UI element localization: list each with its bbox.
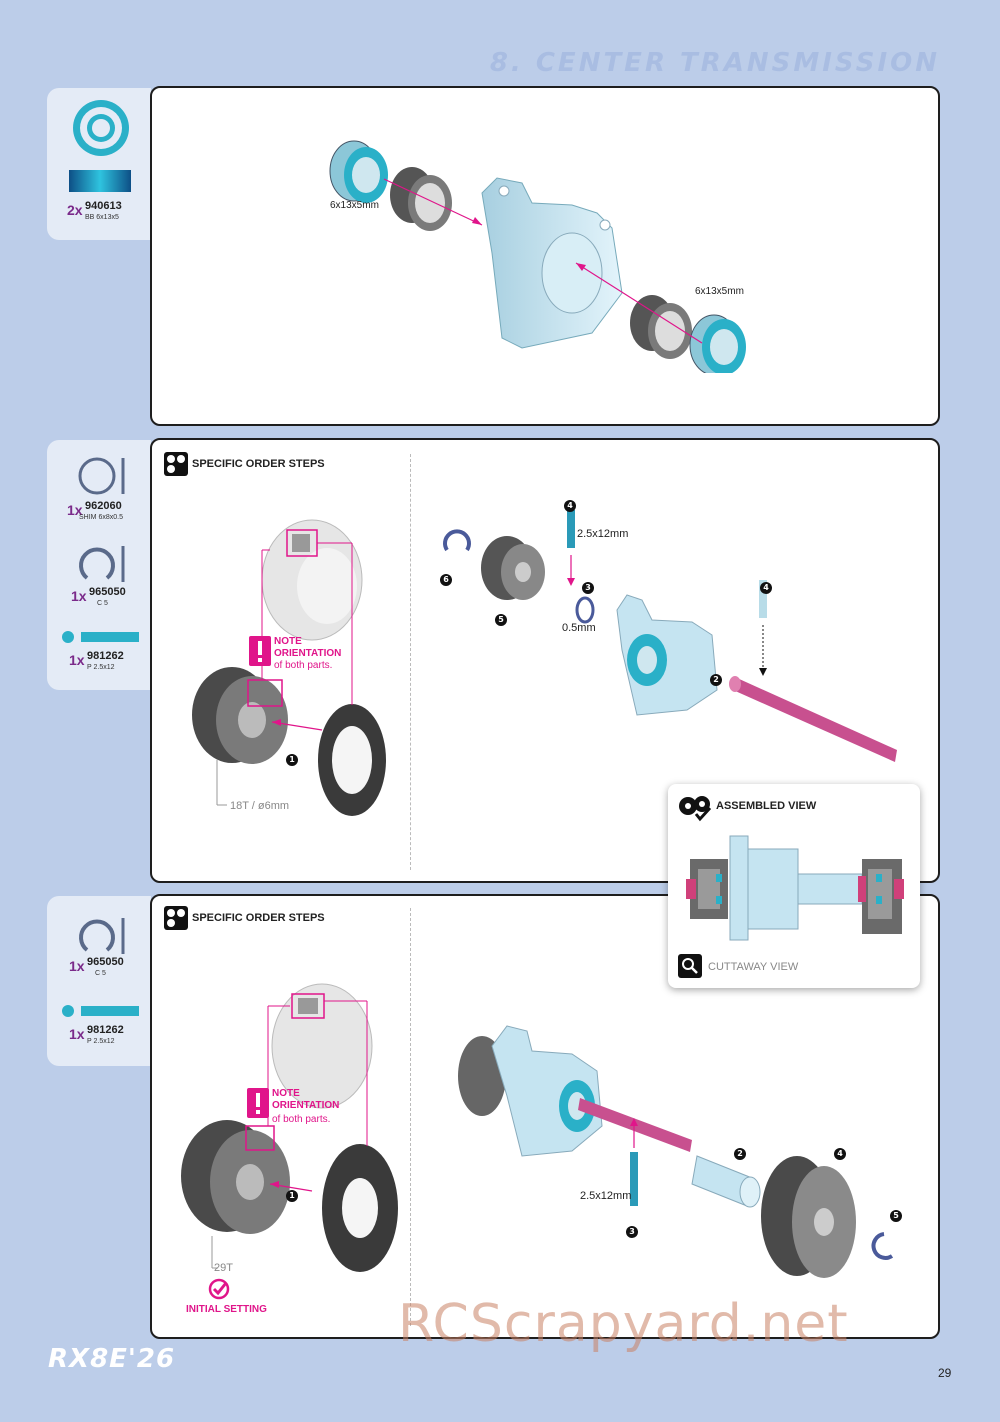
pin-icon	[62, 631, 139, 643]
warning-icon	[249, 636, 271, 666]
step-badge-2: 2	[710, 674, 722, 686]
step-badge-4: 4	[564, 500, 576, 512]
brand-logo: RX8E'26	[48, 1344, 176, 1374]
page-number: 29	[938, 1366, 952, 1380]
qty: 1x	[69, 958, 85, 974]
watermark: RCScrapyard.net	[398, 1294, 849, 1354]
section-heading: SPECIFIC ORDER STEPS	[192, 912, 325, 924]
c-clip-icon	[79, 918, 125, 954]
shim-label: 0.5mm	[562, 622, 596, 634]
checkmark-icon	[208, 1278, 230, 1300]
part-number: 981262	[87, 650, 124, 662]
step-badge-4b: 4	[760, 582, 772, 594]
step-badge-1: 1	[286, 754, 298, 766]
note-title: NOTE ORIENTATION	[272, 1088, 340, 1111]
bearing-icon	[69, 100, 131, 192]
assembled-view-icon	[679, 796, 712, 822]
pin-label: 2.5x12mm	[577, 528, 629, 540]
note-title: NOTE ORIENTATION	[274, 636, 342, 659]
divider	[410, 454, 411, 870]
qty: 1x	[69, 652, 85, 668]
step-badge-5: 5	[890, 1210, 902, 1222]
assembled-heading: ASSEMBLED VIEW	[716, 800, 817, 812]
part-desc: P 2.5x12	[87, 1038, 115, 1045]
magnifier-icon	[678, 954, 702, 978]
parts-sidebar-3: 1x 965050 C 5 1x 981262 P 2.5x12	[47, 896, 151, 1066]
step-badge-5: 5	[495, 614, 507, 626]
part-number: 940613	[85, 200, 122, 212]
section-heading: SPECIFIC ORDER STEPS	[192, 458, 325, 470]
part-number: 981262	[87, 1024, 124, 1036]
note-subtitle: of both parts.	[272, 1114, 331, 1125]
pin-label: 2.5x12mm	[580, 1190, 632, 1202]
initial-setting-label: INITIAL SETTING	[186, 1304, 267, 1315]
part-desc: SHIM 6x8x0.5	[79, 514, 123, 521]
qty: 2x	[67, 202, 83, 218]
warning-icon	[247, 1088, 269, 1118]
part-number: 965050	[87, 956, 124, 968]
c-clip-icon	[79, 546, 125, 582]
pin-icon	[62, 1005, 139, 1017]
cutaway-label: CUTTAWAY VIEW	[708, 961, 799, 973]
divider	[410, 908, 411, 1326]
front-assembly-diagram	[443, 510, 897, 762]
shim-icon	[78, 457, 125, 495]
qty: 1x	[71, 588, 87, 604]
assembled-view-callout: ASSEMBLED VIEW CUTTAWAY VIEW	[668, 784, 920, 988]
step-badge-3: 3	[626, 1226, 638, 1238]
cutaway-diagram	[686, 835, 904, 941]
step-badge-4: 4	[834, 1148, 846, 1160]
part-desc: C 5	[95, 970, 106, 977]
part-desc: C 5	[97, 600, 108, 607]
part-desc: P 2.5x12	[87, 664, 115, 671]
part-number: 962060	[85, 500, 122, 512]
bearing-size-label-left: 6x13x5mm	[330, 200, 379, 211]
step-panel-rear-gear: SPECIFIC ORDER STEPS NOTE ORIENTATION of…	[150, 894, 940, 1339]
part-number: 965050	[89, 586, 126, 598]
gear-label: 29T	[214, 1262, 233, 1274]
part-desc: BB 6x13x5	[85, 214, 119, 221]
gear-disc-diagram	[192, 519, 386, 816]
parts-sidebar-1: 2x 940613 BB 6x13x5	[47, 88, 151, 240]
page-title: 8. CENTER TRANSMISSION	[489, 48, 940, 78]
qty: 1x	[69, 1026, 85, 1042]
parts-sidebar-2: 1x 962060 SHIM 6x8x0.5 1x 965050 C 5 1x …	[47, 440, 151, 690]
gear-label: 18T / ø6mm	[230, 800, 290, 812]
qty: 1x	[67, 502, 83, 518]
order-steps-icon	[164, 452, 188, 476]
bearing-size-label-right: 6x13x5mm	[695, 286, 744, 297]
rear-assembly-diagram	[458, 1025, 894, 1278]
step-badge-2: 2	[734, 1148, 746, 1160]
step-badge-3: 3	[582, 582, 594, 594]
order-steps-icon	[164, 906, 188, 930]
step-panel-bearings: 6x13x5mm 6x13x5mm	[150, 86, 940, 426]
note-subtitle: of both parts.	[274, 660, 333, 671]
gear-disc-diagram	[181, 983, 398, 1272]
bearing-housing-diagram	[329, 140, 746, 373]
step-badge-6: 6	[440, 574, 452, 586]
step-badge-1: 1	[286, 1190, 298, 1202]
